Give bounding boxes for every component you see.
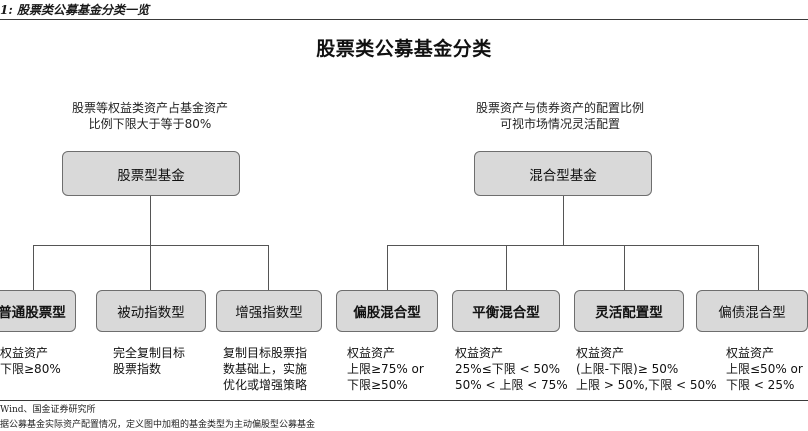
mixed-fund-box: 混合型基金 bbox=[474, 151, 652, 196]
common-stock-fund-desc: 权益资产 下限≥80% bbox=[0, 345, 61, 377]
desc-line: 25%≤下限 < 50% bbox=[455, 362, 561, 376]
desc-line: 权益资产 bbox=[455, 346, 504, 360]
equity-trunk-line bbox=[150, 196, 151, 245]
desc-line: 上限 > 50%,下限 < 50% bbox=[576, 378, 717, 392]
equity-fund-box: 股票型基金 bbox=[62, 151, 240, 196]
desc-line: 股票指数 bbox=[113, 362, 162, 376]
desc-line: 下限 < 25% bbox=[726, 378, 795, 392]
desc-line: 下限≥80% bbox=[0, 362, 61, 376]
source-note: Wind、国金证券研究所 bbox=[0, 405, 96, 415]
common-stock-fund-box: 普通股票型 bbox=[0, 290, 76, 332]
desc-line: 权益资产 bbox=[576, 346, 625, 360]
mixed-branch-line bbox=[387, 245, 759, 246]
equity-fund-note-line-2: 比例下限大于等于80% bbox=[88, 117, 212, 131]
desc-line: 下限≥50% bbox=[347, 378, 408, 392]
desc-line: 上限≤50% or bbox=[726, 362, 803, 376]
equity-drop-line-2 bbox=[150, 245, 151, 290]
equity-fund-note: 股票等权益类资产占基金资产 比例下限大于等于80% bbox=[40, 100, 260, 132]
bond-biased-mixed-box: 偏债混合型 bbox=[696, 290, 808, 332]
balanced-mixed-box: 平衡混合型 bbox=[452, 290, 560, 332]
enhanced-index-fund-box: 增强指数型 bbox=[216, 290, 322, 332]
balanced-mixed-desc: 权益资产 25%≤下限 < 50% 50% < 上限 < 75% bbox=[455, 345, 568, 393]
mixed-fund-note-line-2: 可视市场情况灵活配置 bbox=[499, 117, 620, 131]
mixed-fund-note: 股票资产与债券资产的配置比例 可视市场情况灵活配置 bbox=[450, 100, 670, 132]
equity-biased-mixed-box: 偏股混合型 bbox=[336, 290, 438, 332]
mixed-fund-note-line-1: 股票资产与债券资产的配置比例 bbox=[475, 101, 644, 115]
desc-line: 权益资产 bbox=[726, 346, 775, 360]
source-rule bbox=[0, 400, 808, 401]
mixed-drop-line-4 bbox=[758, 245, 759, 290]
mixed-drop-line-3 bbox=[624, 245, 625, 290]
mixed-drop-line-1 bbox=[387, 245, 388, 290]
footnote: 据公募基金实际资产配置情况，定义图中加粗的基金类型为主动偏股型公募基金 bbox=[0, 420, 316, 430]
desc-line: 优化或增强策略 bbox=[223, 378, 308, 392]
mixed-drop-line-2 bbox=[506, 245, 507, 290]
desc-line: 数基础上，实施 bbox=[223, 362, 308, 376]
desc-line: 完全复制目标 bbox=[113, 346, 186, 360]
caption-rule bbox=[0, 19, 808, 20]
equity-drop-line-1 bbox=[33, 245, 34, 290]
passive-index-fund-box: 被动指数型 bbox=[96, 290, 206, 332]
figure-caption: 1: 股票类公募基金分类一览 bbox=[0, 3, 149, 17]
equity-biased-mixed-desc: 权益资产 上限≥75% or 下限≥50% bbox=[347, 345, 424, 393]
desc-line: (上限-下限)≥ 50% bbox=[576, 362, 679, 376]
equity-branch-line bbox=[33, 245, 269, 246]
desc-line: 权益资产 bbox=[347, 346, 396, 360]
equity-drop-line-3 bbox=[268, 245, 269, 290]
enhanced-index-fund-desc: 复制目标股票指 数基础上，实施 优化或增强策略 bbox=[223, 345, 307, 393]
passive-index-fund-desc: 完全复制目标 股票指数 bbox=[113, 345, 185, 377]
flexible-allocation-box: 灵活配置型 bbox=[574, 290, 684, 332]
desc-line: 复制目标股票指 bbox=[223, 346, 308, 360]
desc-line: 50% < 上限 < 75% bbox=[455, 378, 568, 392]
mixed-trunk-line bbox=[563, 196, 564, 245]
bond-biased-mixed-desc: 权益资产 上限≤50% or 下限 < 25% bbox=[726, 345, 808, 393]
equity-fund-note-line-1: 股票等权益类资产占基金资产 bbox=[71, 101, 228, 115]
desc-line: 权益资产 bbox=[0, 346, 49, 360]
flexible-allocation-desc: 权益资产 (上限-下限)≥ 50% 上限 > 50%,下限 < 50% bbox=[576, 345, 717, 393]
desc-line: 上限≥75% or bbox=[347, 362, 424, 376]
diagram-title: 股票类公募基金分类 bbox=[316, 38, 492, 60]
